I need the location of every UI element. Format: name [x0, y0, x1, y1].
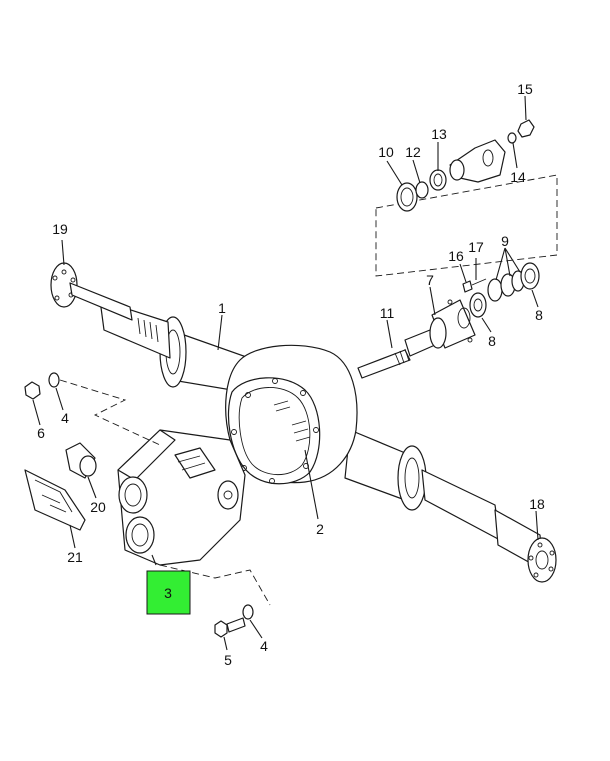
callout-12[interactable]: 12	[405, 144, 421, 160]
callout-7[interactable]: 7	[426, 272, 434, 288]
callout-6[interactable]: 6	[37, 425, 45, 441]
callout-19[interactable]: 19	[52, 221, 68, 237]
callout-14[interactable]: 14	[510, 169, 526, 185]
pinion-cage	[429, 299, 476, 349]
highlighted-callout-box[interactable]	[146, 570, 191, 615]
right-axle-shaft	[527, 537, 557, 583]
yoke-assembly	[396, 119, 535, 212]
callout-21[interactable]: 21	[67, 549, 83, 565]
callout-4-upper[interactable]: 4	[61, 410, 69, 426]
differential-carrier	[117, 429, 246, 566]
callout-13[interactable]: 13	[431, 126, 447, 142]
callout-3[interactable]: 3	[164, 585, 172, 601]
callout-9[interactable]: 9	[501, 233, 509, 249]
callout-17[interactable]: 17	[468, 239, 484, 255]
callout-20[interactable]: 20	[90, 499, 106, 515]
callout-10[interactable]: 10	[378, 144, 394, 160]
small-hardware	[24, 372, 254, 638]
pinion-shaft	[357, 329, 436, 379]
callout-labels: 3 1 2 4 4 5 6 7 8 8 9 10 11 12 13 14 15 …	[37, 81, 545, 668]
callout-2[interactable]: 2	[316, 521, 324, 537]
callout-8-lower[interactable]: 8	[488, 333, 496, 349]
callout-11[interactable]: 11	[380, 305, 395, 321]
callout-8-upper[interactable]: 8	[535, 307, 543, 323]
callout-18[interactable]: 18	[529, 496, 545, 512]
callout-1[interactable]: 1	[218, 300, 226, 316]
bearings-and-bolts	[462, 262, 540, 318]
callout-leaders	[32, 95, 539, 651]
callout-16[interactable]: 16	[448, 248, 464, 264]
callout-5[interactable]: 5	[224, 652, 232, 668]
callout-15[interactable]: 15	[517, 81, 533, 97]
studs	[273, 400, 311, 442]
axle-housing	[99, 299, 544, 571]
callout-4-lower[interactable]: 4	[260, 638, 268, 654]
